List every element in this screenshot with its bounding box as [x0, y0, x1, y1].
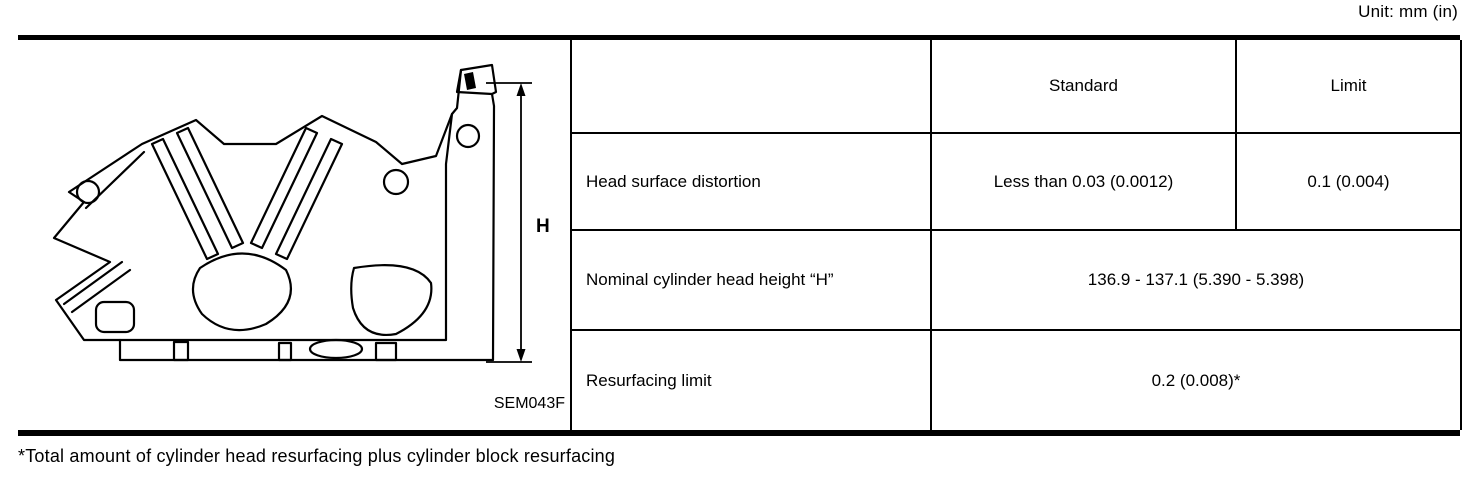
fin-line [84, 150, 146, 210]
bolt-hole [382, 168, 410, 196]
dimension-label: H [536, 216, 550, 237]
spark-plug [455, 68, 494, 96]
fin-line [62, 260, 124, 306]
row-standard-value: Less than 0.03 (0.0012) [930, 132, 1237, 231]
figure: H SEM043F [24, 52, 569, 427]
valve-guide [249, 126, 319, 250]
row-label: Resurfacing limit [570, 329, 932, 430]
row-value-span: 0.2 (0.008)* [930, 329, 1462, 430]
row-value-span: 136.9 - 137.1 (5.390 - 5.398) [930, 229, 1462, 331]
row-limit-value: 0.1 (0.004) [1235, 132, 1462, 231]
footnote: *Total amount of cylinder head resurfaci… [18, 446, 616, 466]
table-row-nominal-head-height: Nominal cylinder head height “H” 136.9 -… [570, 229, 1462, 331]
valve-guide [175, 126, 245, 250]
head-outline [52, 63, 498, 362]
flange-notch [172, 340, 190, 362]
cylinder-head-figure: H SEM043F [52, 63, 565, 412]
table-header-empty [570, 40, 932, 134]
port-hole [94, 300, 136, 334]
dimension-arrow [486, 82, 532, 363]
figure-caption: SEM043F [494, 395, 565, 412]
bolt-hole [455, 123, 481, 149]
table-header-limit: Limit [1235, 40, 1462, 134]
valve-guide [150, 137, 220, 261]
spark-plug-tip [464, 72, 476, 90]
row-label: Head surface distortion [570, 132, 932, 231]
inner-wall-line [118, 112, 454, 342]
table-header-standard: Standard [930, 40, 1237, 134]
spec-table: Standard Limit Head surface distortion L… [570, 40, 1462, 430]
row-label: Nominal cylinder head height “H” [570, 229, 932, 331]
flange-notch [277, 341, 293, 362]
bottom-rule [18, 430, 1460, 436]
top-rule [18, 35, 1460, 40]
fin-line [70, 268, 132, 314]
port-cavity [350, 264, 433, 337]
unit-label: Unit: mm (in) [1358, 2, 1458, 21]
table-row-resurfacing-limit: Resurfacing limit 0.2 (0.008)* [570, 329, 1462, 430]
bolt-hole [75, 179, 101, 205]
table-header-row: Standard Limit [570, 40, 1462, 134]
combustion-chamber [191, 252, 292, 332]
flange-notch [374, 341, 398, 362]
table-row-head-surface-distortion: Head surface distortion Less than 0.03 (… [570, 132, 1462, 231]
valve-guide [274, 137, 344, 261]
flange-slot [308, 338, 364, 360]
